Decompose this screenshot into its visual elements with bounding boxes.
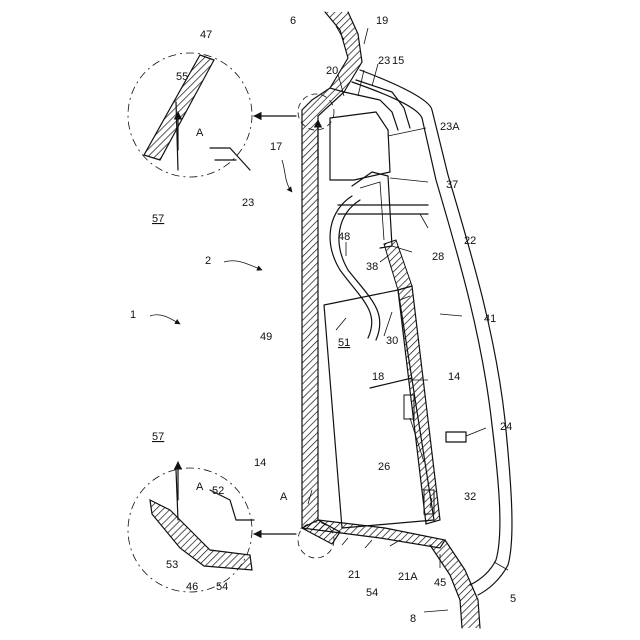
label-21A: 21A [398, 571, 418, 583]
label-14b: 14 [448, 371, 460, 383]
label-41: 41 [484, 313, 496, 325]
label-19: 19 [376, 15, 388, 27]
leader-17 [282, 160, 292, 192]
label-52: 52 [212, 485, 224, 497]
label-26: 26 [378, 461, 390, 473]
pin-24 [446, 432, 466, 442]
leader-2 [224, 261, 262, 270]
label-20: 20 [326, 65, 338, 77]
label-48: 48 [338, 231, 350, 243]
label-30: 30 [386, 335, 398, 347]
label-6: 6 [290, 15, 296, 27]
label-A-bottom: A [196, 481, 204, 493]
label-23b: 23 [242, 197, 254, 209]
label-54b: 54 [366, 587, 378, 599]
flange-20 [344, 92, 398, 130]
label-47: 47 [200, 29, 212, 41]
label-55: 55 [176, 71, 188, 83]
label-A-top: A [196, 127, 204, 139]
label-18: 18 [372, 371, 384, 383]
label-32: 32 [464, 491, 476, 503]
label-45: 45 [434, 577, 446, 589]
connector-37 [352, 172, 392, 248]
label-5: 5 [510, 593, 516, 605]
label-57b: 57 [152, 431, 164, 443]
module-23 [330, 112, 390, 180]
label-22: 22 [464, 235, 476, 247]
label-8: 8 [410, 613, 416, 625]
label-28: 28 [432, 251, 444, 263]
label-2: 2 [205, 255, 211, 267]
label-24: 24 [500, 421, 512, 433]
label-14a: 14 [254, 457, 266, 469]
label-A-main: A [280, 491, 288, 503]
leader-1 [150, 315, 180, 324]
label-17: 17 [270, 141, 282, 153]
label-15: 15 [392, 55, 404, 67]
label-37: 37 [446, 179, 458, 191]
connector-37-detail [360, 182, 384, 240]
label-46: 46 [186, 581, 198, 593]
detail-view-bottom [128, 462, 296, 592]
label-23a: 23 [378, 55, 390, 67]
label-51: 51 [338, 337, 350, 349]
label-57a: 57 [152, 213, 164, 225]
label-38: 38 [366, 261, 378, 273]
label-53: 53 [166, 559, 178, 571]
detail-view-top [128, 53, 296, 177]
label-1: 1 [130, 309, 136, 321]
label-54a: 54 [216, 581, 228, 593]
label-23A: 23A [440, 121, 460, 133]
label-21: 21 [348, 569, 360, 581]
label-49: 49 [260, 331, 272, 343]
